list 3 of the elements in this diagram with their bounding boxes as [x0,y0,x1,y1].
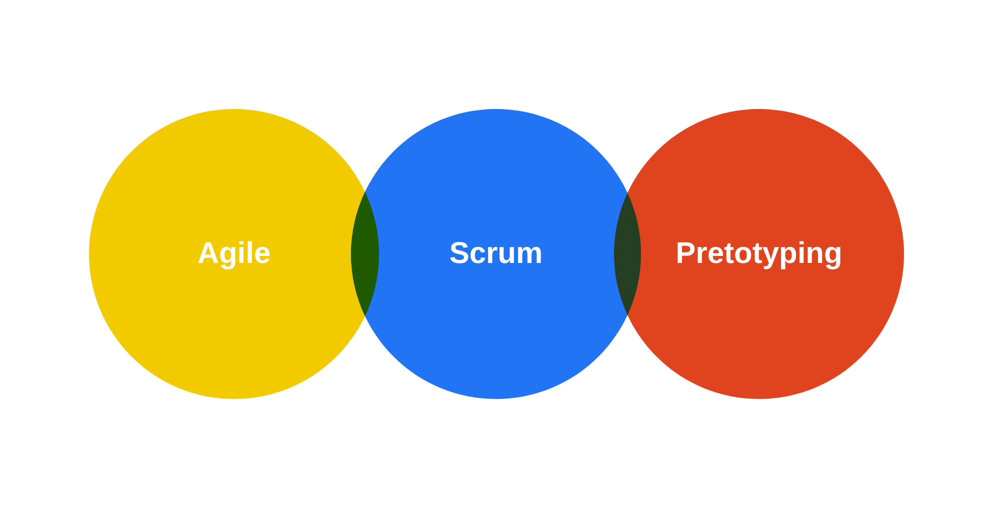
circle-label: Scrum [449,239,543,269]
circle-label: Agile [197,239,271,269]
circle-label: Pretotyping [676,239,842,269]
